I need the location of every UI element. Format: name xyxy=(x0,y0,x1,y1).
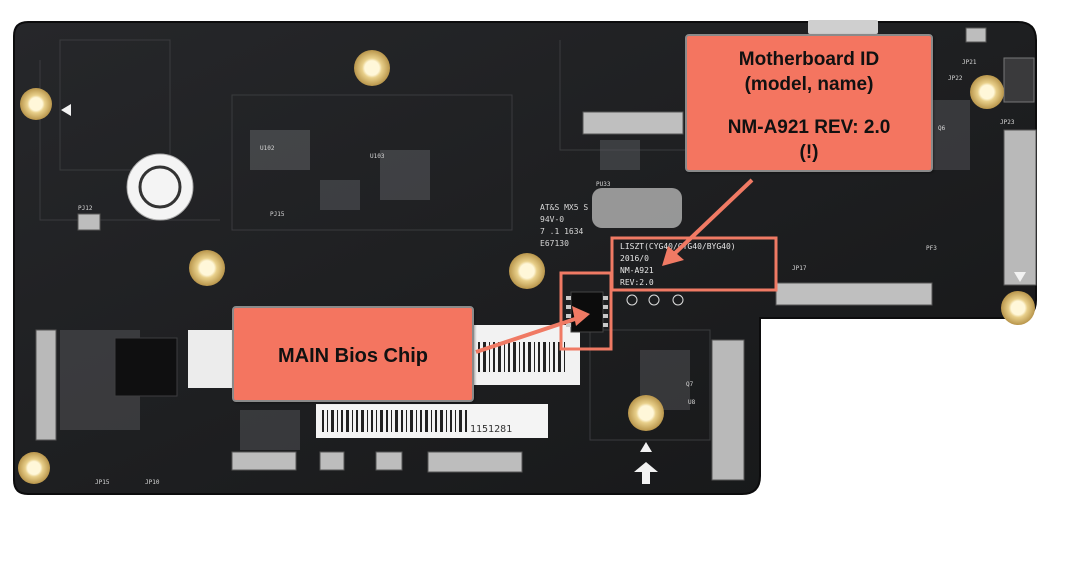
svg-text:JP10: JP10 xyxy=(145,479,160,486)
svg-text:PF3: PF3 xyxy=(926,245,937,252)
silkscreen-text: AT&S MX5 S 94V-0 7 .1 1634 E67130 PU33 P… xyxy=(78,59,1015,486)
bios-chip xyxy=(566,291,608,333)
svg-text:LISZT(CYG40/CYG40/BYG40): LISZT(CYG40/CYG40/BYG40) xyxy=(620,242,736,251)
svg-text:PJ12: PJ12 xyxy=(78,205,93,212)
callout-arrows xyxy=(475,178,754,354)
ribbon-connectors xyxy=(35,27,1037,481)
callout-id-line2: (model, name) xyxy=(744,74,874,95)
svg-text:JP22: JP22 xyxy=(948,75,963,82)
svg-text:REV:2.0: REV:2.0 xyxy=(620,278,654,287)
svg-text:U8: U8 xyxy=(688,399,696,406)
sticker-serial: 1151281 xyxy=(470,424,512,435)
svg-text:94V-0: 94V-0 xyxy=(540,215,564,224)
svg-text:U102: U102 xyxy=(260,145,275,152)
svg-text:JP23: JP23 xyxy=(1000,119,1015,126)
bios-chip-callout: MAIN Bios Chip xyxy=(232,306,474,402)
id-highlight-box xyxy=(610,236,778,292)
svg-text:PU33: PU33 xyxy=(596,181,611,188)
svg-text:E67130: E67130 xyxy=(540,239,569,248)
board-id-label: LISZT(CYG40/CYG40/BYG40) 2016/0 NM-A921 … xyxy=(620,242,736,306)
svg-text:AT&S MX5 S: AT&S MX5 S xyxy=(540,203,588,212)
trace-outlines xyxy=(39,39,711,441)
svg-text:U103: U103 xyxy=(370,153,385,160)
svg-text:NM-A921: NM-A921 xyxy=(620,266,654,275)
controller-chip xyxy=(114,337,178,397)
callout-id-gap xyxy=(687,97,931,115)
usb-port xyxy=(808,20,878,34)
svg-text:PJ15: PJ15 xyxy=(270,211,285,218)
motherboard-id-callout: Motherboard ID (model, name) NM-A921 REV… xyxy=(685,34,933,172)
svg-text:Q6: Q6 xyxy=(938,125,946,132)
svg-text:JP21: JP21 xyxy=(962,59,977,66)
mount-holes xyxy=(18,50,1035,484)
callout-id-line1: Motherboard ID xyxy=(738,49,880,70)
callout-id-line4: (!) xyxy=(799,142,819,163)
silkscreen-arrows xyxy=(61,104,1026,484)
callout-id-line3: NM-A921 REV: 2.0 xyxy=(727,117,891,138)
round-logo-sticker xyxy=(126,153,194,221)
smd-components xyxy=(60,100,970,450)
svg-text:JP15: JP15 xyxy=(95,479,110,486)
svg-text:2016/0: 2016/0 xyxy=(620,254,649,263)
svg-text:7 .1 1634: 7 .1 1634 xyxy=(540,227,584,236)
svg-text:JP17: JP17 xyxy=(792,265,807,272)
svg-text:Q7: Q7 xyxy=(686,381,694,388)
bios-highlight-box xyxy=(559,271,613,351)
